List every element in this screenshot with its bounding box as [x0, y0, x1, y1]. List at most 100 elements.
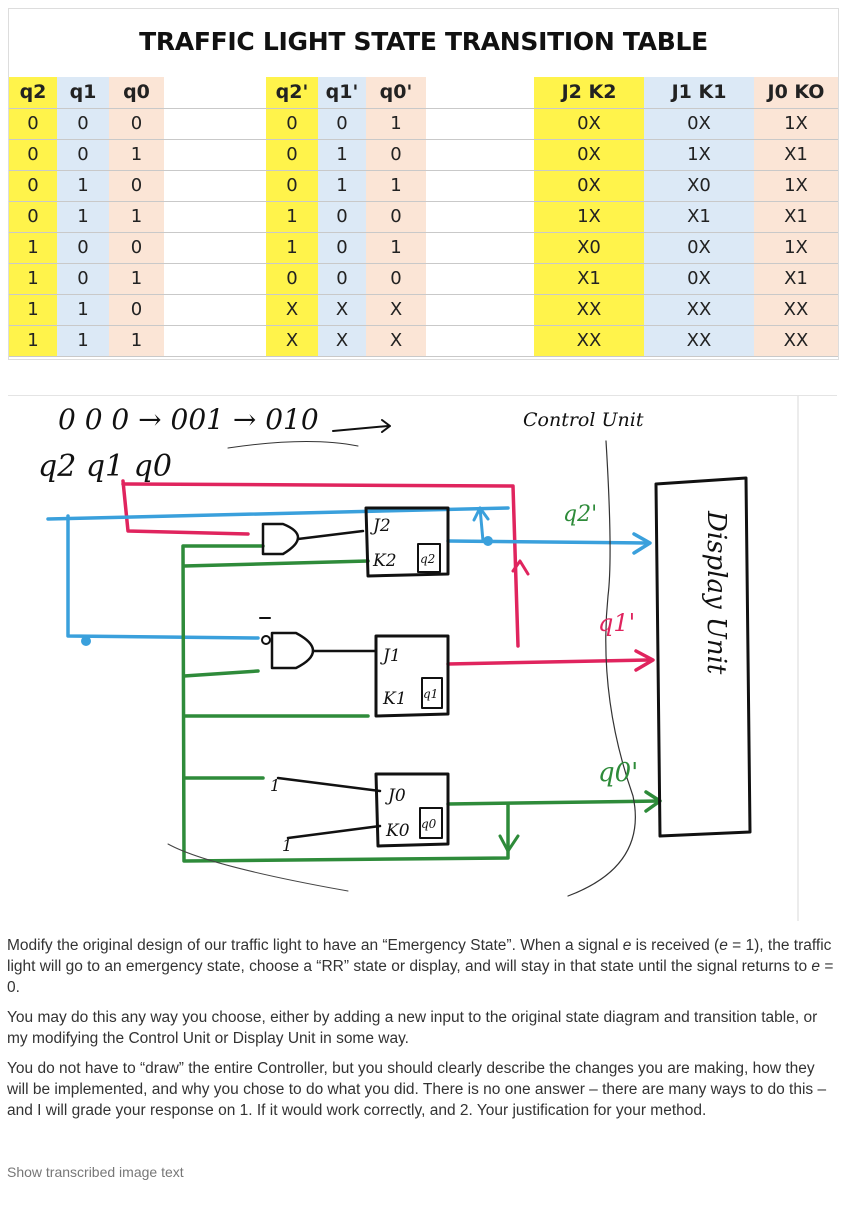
flip-flop-1 [374, 634, 450, 718]
table-cell: 0X [577, 144, 601, 165]
table-cell: 0 [77, 113, 89, 134]
table-cell: 0 [286, 113, 298, 134]
table-cell: 1X [687, 144, 711, 165]
table-cell: X [389, 330, 403, 351]
and-gate-top [261, 522, 300, 556]
table-cell: 0 [130, 175, 143, 196]
blue-wire-q2-output [446, 539, 648, 545]
table-cell: 0 [77, 237, 89, 258]
blue-wire-left [66, 514, 260, 640]
show-transcribed-text-link[interactable]: Show transcribed image text [7, 1164, 184, 1180]
table-cell: X0 [687, 175, 711, 196]
table-cell: 0X [687, 113, 711, 134]
table-row-divider [9, 263, 838, 264]
table-cell: 0 [336, 268, 348, 289]
blue-wire-top [46, 506, 510, 521]
control-unit-label: Control Unit [523, 409, 644, 431]
table-cell: 0 [390, 268, 402, 289]
table-cell: 1 [130, 330, 143, 351]
table-cell: X0 [577, 237, 601, 258]
table-header-cell: q0 [123, 81, 150, 103]
top-state-sequence: 0 0 0 → 001 → 010 [58, 403, 319, 436]
table-cell: X [335, 330, 349, 351]
table-column-band [109, 77, 164, 357]
display-unit-box [654, 476, 752, 838]
table-cell: 1 [130, 268, 143, 289]
table-cell: 0 [77, 144, 89, 165]
table-row-divider [9, 201, 838, 202]
table-header-cell: q2 [19, 81, 47, 103]
table-cell: 0 [27, 113, 39, 134]
table-header-cell: J1 K1 [671, 81, 727, 103]
table-cell: X1 [577, 268, 601, 289]
table-cell: XX [686, 299, 712, 320]
table-header-cell: q1 [69, 81, 97, 103]
table-cell: 0 [77, 268, 89, 289]
control-unit-boundary [567, 440, 636, 897]
table-cell: 0 [390, 144, 402, 165]
table-cell: 1 [77, 175, 89, 196]
ff0-j-label: J0 [385, 786, 406, 806]
table-column-band [9, 77, 57, 357]
flip-flop-2 [364, 506, 450, 578]
table-cell: X [335, 299, 349, 320]
question-text: Modify the original design of our traffi… [7, 935, 837, 1130]
ff2-q-label: q2 [420, 552, 435, 566]
const-high-bottom: 1 [282, 836, 292, 855]
state-transition-table-image: TRAFFIC LIGHT STATE TRANSITION TABLE q2 q… [8, 8, 839, 360]
circuit-sketch: 0 0 0 → 001 → 010 q2 q1 q0 Control Unit … [8, 395, 837, 921]
q2-output-label: q2' [563, 502, 597, 527]
table-cell: 0 [130, 113, 143, 134]
table-cell: XX [686, 330, 712, 351]
table-header-cell: q0' [379, 81, 413, 103]
table-column-band [366, 77, 426, 357]
table-column-band [644, 77, 754, 357]
table-cell: 1 [130, 144, 143, 165]
ff0-k-label: K0 [385, 821, 410, 841]
table-cell: 0 [27, 175, 39, 196]
table-cell: 1 [286, 206, 298, 227]
green-wire-loop [181, 544, 510, 863]
ff1-j-label: J1 [380, 646, 401, 666]
table-cell: 1 [130, 206, 143, 227]
table-cell: X1 [687, 206, 711, 227]
table-row-divider [9, 108, 838, 109]
table-cell: 0X [577, 175, 601, 196]
display-unit-label: Display Unit [701, 510, 731, 675]
table-column-band [754, 77, 838, 357]
table-cell: 1 [390, 175, 402, 196]
table-row-divider [9, 356, 838, 357]
q0-output-label: q0' [598, 758, 638, 788]
table-cell: 1X [577, 206, 601, 227]
q1-output-label: q1' [598, 609, 635, 637]
table-column-band [266, 77, 318, 357]
table-cell: 0 [130, 299, 143, 320]
ff1-k-label: K1 [382, 689, 407, 709]
red-arrowhead [511, 559, 530, 576]
table-cell: 1 [286, 237, 298, 258]
table-title: TRAFFIC LIGHT STATE TRANSITION TABLE [139, 27, 708, 56]
table-column-band [57, 77, 109, 357]
table-column-band [318, 77, 366, 357]
table-cell: 1 [336, 144, 348, 165]
table-cell: 1 [77, 330, 89, 351]
question-paragraph-1: Modify the original design of our traffi… [7, 937, 834, 996]
table-column-band [534, 77, 644, 357]
table-row-divider [9, 139, 838, 140]
table-cell: 0X [687, 237, 711, 258]
table-cell: 0 [27, 144, 39, 165]
question-paragraph-2: You may do this any way you choose, eith… [7, 1009, 818, 1047]
table-cell: 0 [390, 206, 402, 227]
table-cell: 1X [784, 113, 808, 134]
red-wire-q1-output [446, 658, 650, 666]
table-cell: 0 [336, 113, 348, 134]
table-cell: 1 [27, 237, 39, 258]
table-cell: 0 [336, 237, 348, 258]
table-cell: XX [576, 299, 602, 320]
state-variables: q2 q1 q0 [38, 449, 172, 484]
flip-flop-0 [374, 772, 450, 848]
ff2-j-label: J2 [370, 516, 391, 536]
table-cell: 1 [27, 268, 39, 289]
table-cell: 1 [77, 299, 89, 320]
table-header-cell: q2' [275, 81, 309, 103]
